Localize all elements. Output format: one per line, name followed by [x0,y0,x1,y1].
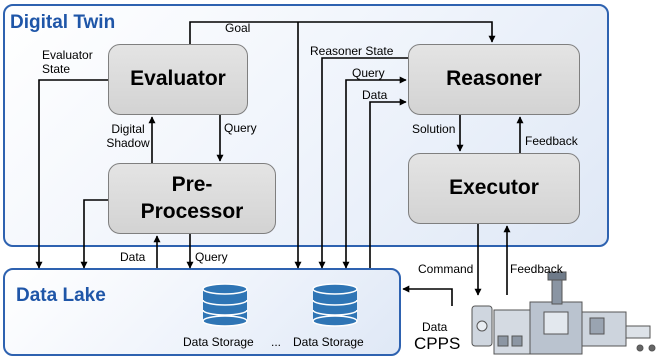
digital-shadow-label-line2: Shadow [106,136,150,150]
reasoner-label: Reasoner [446,67,542,91]
digital-twin-title: Digital Twin [10,12,116,33]
solution-label: Solution [412,122,456,136]
evaluator-label: Evaluator [130,67,226,91]
database-icon-right [312,283,358,327]
feedback-internal-label: Feedback [525,134,578,148]
cpps-data-arrow [402,285,453,306]
evaluator-state-arrow [35,79,108,269]
database-icon-left [202,283,248,327]
preprocessor-label-line2: Processor [140,199,244,223]
query-reasoner-label: Query [352,66,385,80]
data-lake-data-label: Data [120,250,146,264]
query-lake-label: Query [195,250,228,264]
storage-ellipsis: ... [271,335,282,349]
evaluator-state-label-line2: State [42,62,71,76]
reasoner-data-arrow [369,98,407,268]
cpps-machine-icon [471,271,656,355]
cpps-label: CPPS [414,334,461,353]
executor-label: Executor [449,176,539,200]
data-storage-right-label: Data Storage [293,335,364,349]
evaluator-state-label-line1: Evaluator [42,48,93,62]
goal-arrow [189,21,496,44]
preprocessor-label-line1: Pre- [171,173,213,197]
feedback-external-label: Feedback [510,262,563,276]
data-storage-left-label: Data Storage [183,335,254,349]
data-reasoner-label: Data [362,88,388,102]
evaluator-box: Evaluator [108,44,248,115]
query-evaluator-label: Query [224,121,257,135]
command-label: Command [418,262,474,276]
reasoner-box: Reasoner [408,44,580,115]
digital-shadow-label-line1: Digital [111,122,145,136]
executor-box: Executor [408,153,580,224]
data-lake-title: Data Lake [16,285,106,306]
preprocessor-box: Pre- Processor [108,163,276,234]
preprocessor-left-arrow [80,199,108,269]
reasoner-state-arrow [318,57,408,269]
goal-label: Goal [225,21,251,35]
cpps-data-label: Data [422,320,448,334]
reasoner-query-arrow [342,76,407,269]
reasoner-state-label: Reasoner State [310,44,394,58]
